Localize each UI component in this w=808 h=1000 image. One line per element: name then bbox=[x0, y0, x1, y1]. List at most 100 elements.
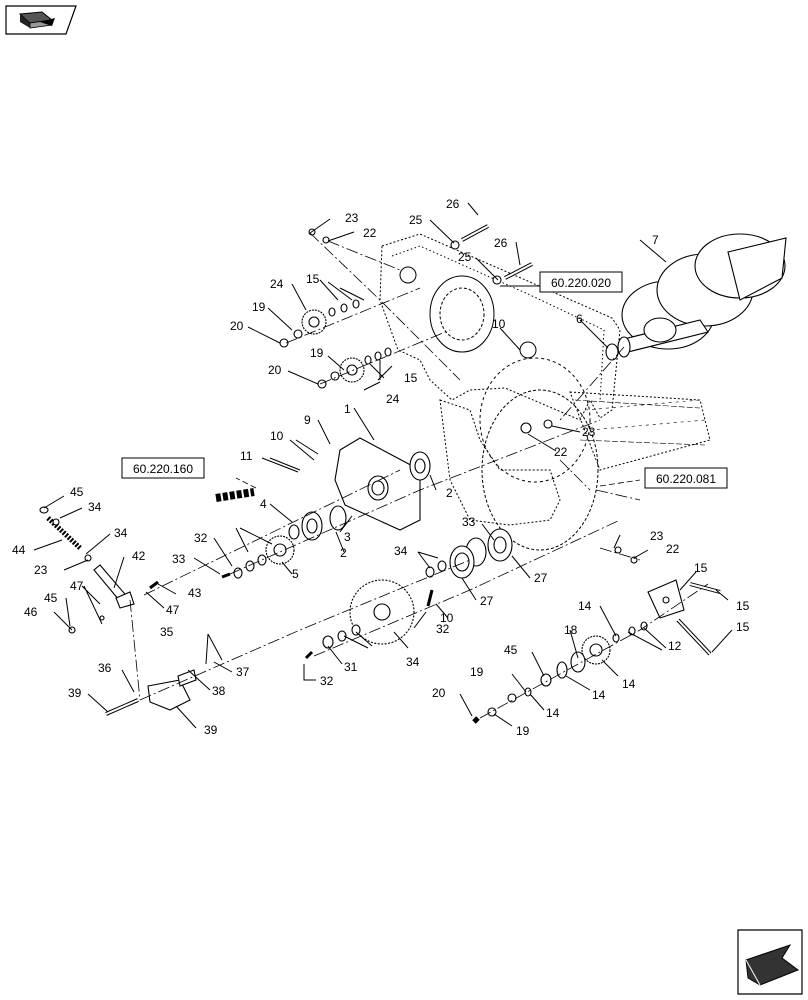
callout-label: 34 bbox=[114, 526, 128, 540]
leader-lines bbox=[33, 202, 733, 729]
sprocket-31 bbox=[349, 579, 415, 645]
bottom-right-nav-box[interactable] bbox=[737, 929, 803, 995]
callout-label: 46 bbox=[24, 605, 38, 619]
callout-label: 42 bbox=[132, 549, 146, 563]
ref-leader-160 bbox=[235, 477, 257, 489]
callout-label: 20 bbox=[230, 319, 244, 333]
gearbox-frame bbox=[379, 233, 711, 551]
chain-link bbox=[215, 488, 255, 502]
center-lines bbox=[129, 232, 709, 719]
callout-label: 20 bbox=[268, 363, 282, 377]
callout-label: 14 bbox=[578, 599, 592, 613]
callout-label: 1 bbox=[344, 402, 351, 416]
callout-label: 23 bbox=[345, 211, 359, 225]
auger bbox=[617, 233, 787, 358]
callout-label: 15 bbox=[694, 561, 708, 575]
callout-label: 15 bbox=[306, 272, 320, 286]
callout-label: 37 bbox=[236, 665, 250, 679]
bearings bbox=[288, 343, 619, 687]
callout-label: 4 bbox=[260, 497, 267, 511]
callout-label: 47 bbox=[70, 579, 84, 593]
callout-label: 15 bbox=[736, 620, 750, 634]
ref-box-60-220-081[interactable]: 60.220.081 bbox=[644, 467, 728, 489]
callout-label: 11 bbox=[240, 449, 253, 463]
callout-label: 10 bbox=[270, 429, 284, 443]
callout-label: 36 bbox=[98, 661, 112, 675]
ref-box-60-220-160[interactable]: 60.220.160 bbox=[121, 457, 205, 479]
callout-label: 24 bbox=[386, 392, 400, 406]
tensioner-assembly bbox=[39, 506, 197, 711]
callout-label: 2 bbox=[340, 546, 347, 560]
callout-label: 15 bbox=[736, 599, 750, 613]
callout-label: 34 bbox=[406, 655, 420, 669]
next-page-arrow-icon bbox=[745, 944, 800, 986]
callout-label: 2 bbox=[446, 486, 453, 500]
callout-label: 19 bbox=[310, 346, 324, 360]
callout-label: 6 bbox=[576, 312, 583, 326]
callout-label: 38 bbox=[212, 684, 226, 698]
callout-label: 22 bbox=[666, 542, 680, 556]
callout-label: 10 bbox=[492, 317, 506, 331]
callout-label: 26 bbox=[446, 197, 460, 211]
callout-label: 14 bbox=[592, 688, 606, 702]
ref-leader-081 bbox=[599, 479, 641, 487]
callout-label: 22 bbox=[363, 226, 377, 240]
callout-label: 35 bbox=[160, 625, 174, 639]
ref-text-60-220-020: 60.220.020 bbox=[551, 276, 611, 290]
callout-label: 47 bbox=[166, 603, 180, 617]
callout-label: 33 bbox=[172, 552, 186, 566]
callout-label: 33 bbox=[462, 515, 476, 529]
callout-label: 7 bbox=[652, 233, 659, 247]
callout-label: 27 bbox=[480, 594, 494, 608]
book-icon bbox=[18, 11, 55, 29]
callout-label: 39 bbox=[204, 723, 218, 737]
callout-label: 45 bbox=[504, 643, 518, 657]
sprocket-5 bbox=[265, 535, 295, 565]
callout-label: 45 bbox=[70, 485, 84, 499]
callout-label: 26 bbox=[494, 236, 508, 250]
callout-label: 19 bbox=[252, 300, 266, 314]
drive-plate bbox=[334, 437, 421, 531]
sprocket-24-lower bbox=[339, 357, 365, 383]
callout-label: 25 bbox=[409, 213, 423, 227]
callout-label: 32 bbox=[436, 622, 450, 636]
callout-label: 3 bbox=[344, 530, 351, 544]
callout-label: 5 bbox=[292, 567, 299, 581]
ref-text-60-220-081: 60.220.081 bbox=[656, 472, 716, 486]
callout-label: 20 bbox=[432, 686, 446, 700]
callout-label: 14 bbox=[546, 706, 560, 720]
callout-label: 34 bbox=[394, 544, 408, 558]
callout-label: 45 bbox=[44, 591, 58, 605]
ref-text-60-220-160: 60.220.160 bbox=[133, 462, 193, 476]
bracket-12 bbox=[647, 579, 685, 619]
callout-label: 19 bbox=[516, 724, 530, 738]
callout-labels: 23 22 26 25 26 25 7 15 24 19 20 10 6 19 … bbox=[12, 197, 750, 738]
callout-label: 22 bbox=[554, 445, 568, 459]
callout-label: 19 bbox=[470, 665, 484, 679]
callout-label: 9 bbox=[304, 413, 311, 427]
callout-label: 39 bbox=[68, 686, 82, 700]
ref-box-60-220-020[interactable]: 60.220.020 bbox=[539, 271, 623, 293]
callout-label: 23 bbox=[582, 425, 596, 439]
washers bbox=[233, 228, 648, 717]
callout-label: 23 bbox=[650, 529, 664, 543]
callout-label: 24 bbox=[270, 277, 284, 291]
callout-label: 10 bbox=[440, 611, 454, 625]
callout-label: 32 bbox=[320, 674, 334, 688]
sprocket-24-upper bbox=[301, 309, 327, 335]
callout-label: 43 bbox=[188, 586, 202, 600]
callout-label: 15 bbox=[404, 371, 418, 385]
callout-label: 25 bbox=[458, 250, 472, 264]
callout-label: 34 bbox=[88, 500, 102, 514]
callout-label: 44 bbox=[12, 543, 26, 557]
bolts bbox=[105, 224, 721, 724]
top-left-nav-box[interactable] bbox=[5, 5, 77, 35]
callout-label: 27 bbox=[534, 571, 548, 585]
callout-label: 12 bbox=[668, 639, 682, 653]
callout-label: 14 bbox=[622, 677, 636, 691]
callout-label: 31 bbox=[344, 660, 358, 674]
callout-label: 23 bbox=[34, 563, 48, 577]
callout-label: 18 bbox=[564, 623, 578, 637]
callout-label: 32 bbox=[194, 531, 208, 545]
